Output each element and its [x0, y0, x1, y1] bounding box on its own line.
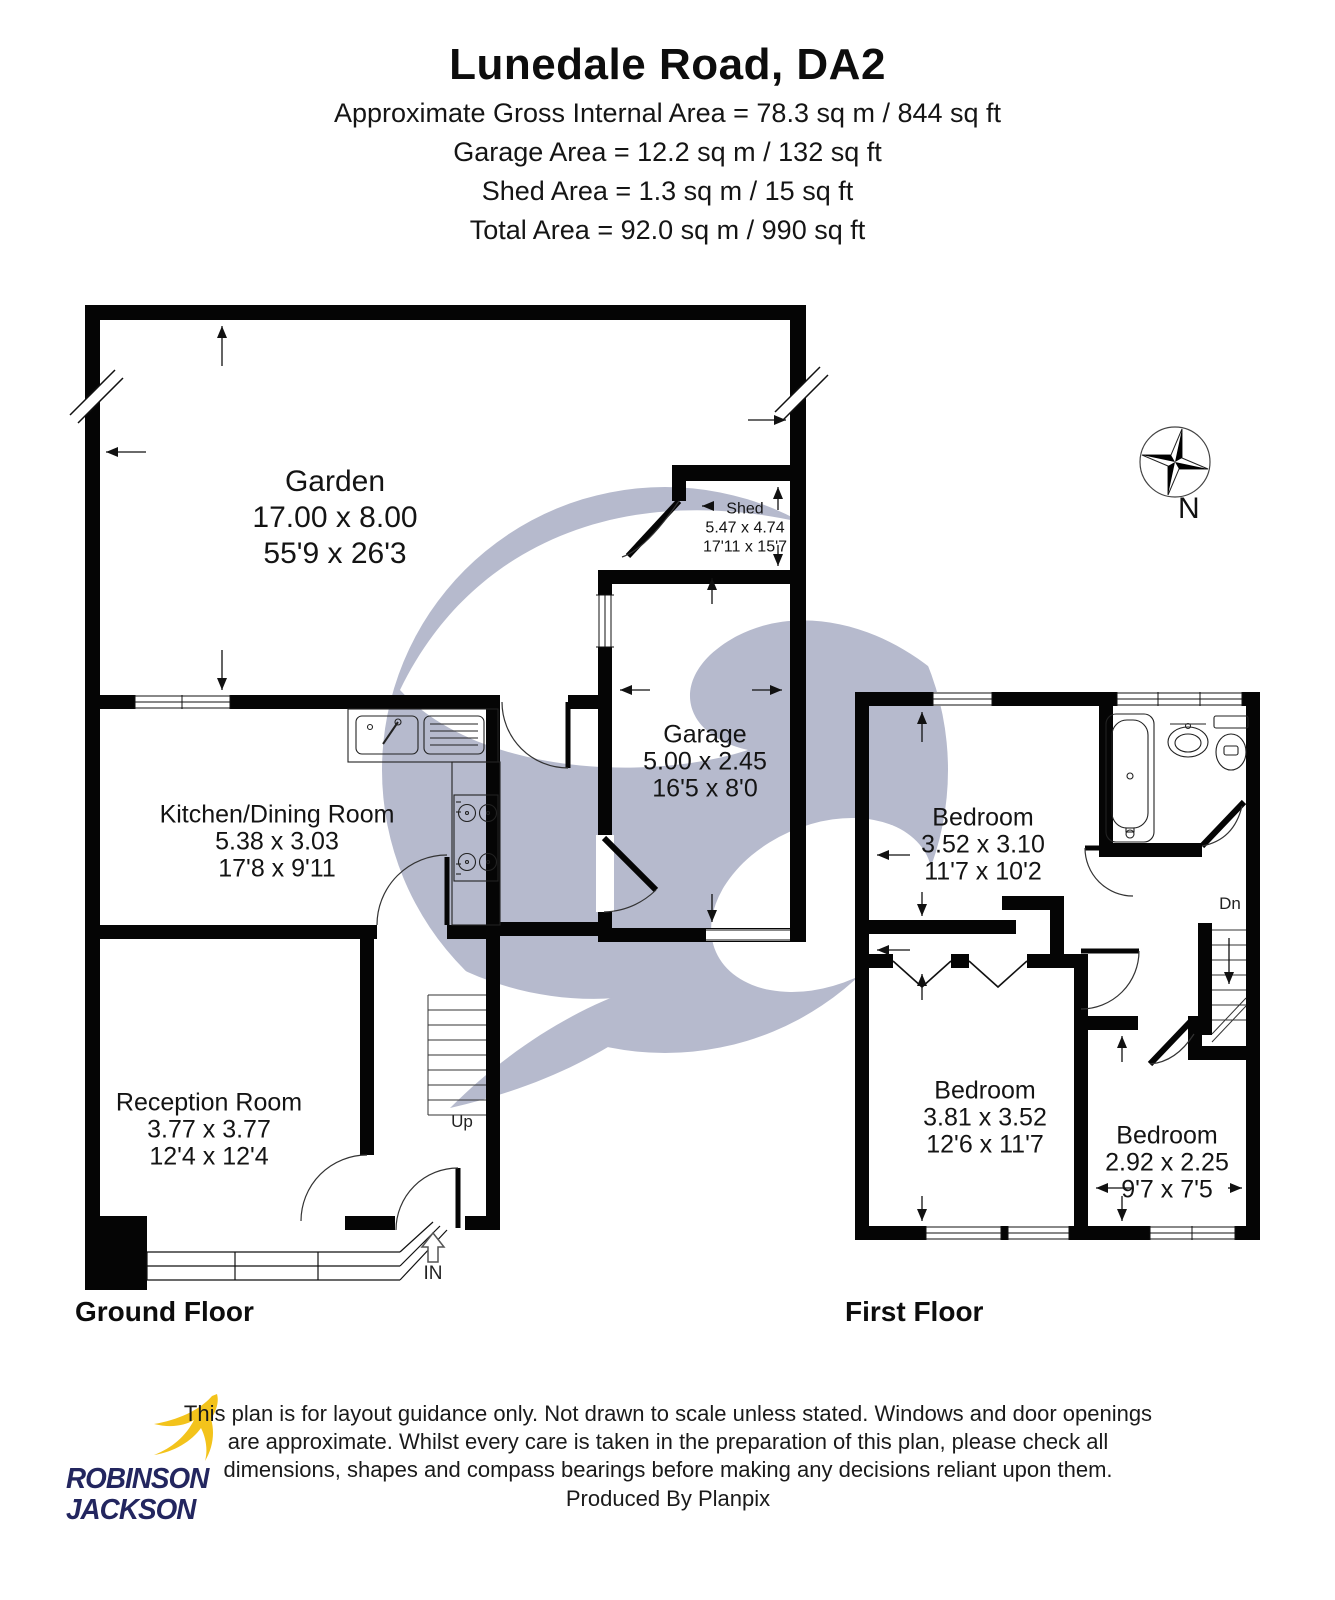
stairs-down-label: Dn [1219, 894, 1241, 913]
first-floor-windows [925, 692, 1243, 1240]
room-dims-imperial: 9'7 x 7'5 [1121, 1175, 1213, 1204]
room-name: Bedroom [932, 803, 1034, 832]
credit-text: Produced By Planpix [565, 1486, 771, 1511]
garage-side-door [596, 835, 659, 913]
room-label-reception: Reception Room 3.77 x 3.77 12'4 x 12'4 [115, 1088, 303, 1171]
bedroom3-door [1147, 1017, 1195, 1067]
header: Lunedale Road, DA2 Approximate Gross Int… [0, 40, 1335, 246]
passage-door [501, 701, 571, 769]
kitchen-hob [453, 794, 499, 882]
room-dims-imperial: 17'8 x 9'11 [218, 854, 336, 883]
garage-door [706, 929, 790, 941]
kitchen-counter [451, 761, 501, 926]
room-dims-metric: 17.00 x 8.00 [252, 501, 418, 534]
room-label-garage: Garage 5.00 x 2.45 16'5 x 8'0 [643, 720, 767, 803]
bedroom2-door [1080, 948, 1140, 1010]
entrance-arrow-icon [420, 1231, 446, 1263]
room-dims-metric: 5.00 x 2.45 [643, 747, 767, 776]
room-dims-metric: 2.92 x 2.25 [1105, 1148, 1229, 1177]
room-name: Reception Room [115, 1088, 303, 1117]
room-name: Bedroom [1116, 1121, 1218, 1150]
room-name: Bedroom [934, 1076, 1036, 1105]
room-dims-metric: 3.52 x 3.10 [921, 830, 1045, 859]
house-ground-walls [85, 695, 500, 1290]
room-name: Garage [663, 720, 747, 749]
room-name: Garden [284, 465, 386, 498]
shed-door [621, 498, 682, 559]
first-floor-title: First Floor [845, 1296, 984, 1327]
room-label-bedroom-3: Bedroom 2.92 x 2.25 9'7 x 7'5 [1105, 1121, 1229, 1204]
room-label-shed: Shed 5.47 x 4.74 17'11 x 15'7 [703, 500, 787, 557]
room-name: Shed [726, 500, 764, 518]
room-dims-metric: 5.38 x 3.03 [215, 827, 339, 856]
reception-door-arc [300, 1154, 368, 1222]
landing-door [1084, 845, 1134, 897]
disclaimer-text: This plan is for layout guidance only. N… [183, 1401, 1153, 1482]
room-label-bedroom-1: Bedroom 3.52 x 3.10 11'7 x 10'2 [921, 803, 1045, 886]
room-label-garden: Garden 17.00 x 8.00 55'9 x 26'3 [252, 464, 417, 572]
ground-floor-title: Ground Floor [75, 1296, 254, 1327]
bathroom-sink [1167, 722, 1209, 758]
entrance-label: IN [423, 1263, 443, 1284]
kitchen-window [134, 695, 231, 709]
page-title: Lunedale Road, DA2 [449, 40, 886, 89]
garage-area: Garage Area = 12.2 sq m / 132 sq ft [453, 137, 882, 167]
room-dims-metric: 3.81 x 3.52 [923, 1103, 1047, 1132]
room-dims-imperial: 55'9 x 26'3 [263, 537, 407, 570]
stairs-down [1211, 929, 1247, 1043]
garden-break-marks [69, 366, 829, 424]
bay-window [146, 1221, 448, 1281]
watermark-swallow [382, 487, 948, 1108]
entrance-door [395, 1167, 461, 1263]
stairs-up-label: Up [451, 1112, 473, 1131]
room-dims-imperial: 11'7 x 10'2 [924, 857, 1042, 886]
stairs-up [427, 994, 486, 1116]
bathroom-door [1199, 799, 1247, 849]
room-label-kitchen: Kitchen/Dining Room 5.38 x 3.03 17'8 x 9… [159, 800, 395, 883]
garage-window [596, 594, 614, 648]
room-dims-metric: 3.77 x 3.77 [147, 1115, 271, 1144]
compass-north-label: N [1178, 492, 1200, 525]
dimension-arrows [106, 326, 1242, 1221]
gross-internal-area: Approximate Gross Internal Area = 78.3 s… [333, 98, 1002, 128]
logo-swallow-icon [154, 1394, 218, 1461]
garden-walls [85, 305, 806, 1230]
kitchen-sink [347, 708, 499, 763]
room-dims-imperial: 12'6 x 11'7 [926, 1130, 1044, 1159]
room-dims-imperial: 12'4 x 12'4 [149, 1142, 269, 1171]
room-dims-metric: 5.47 x 4.74 [705, 519, 785, 537]
compass-rose [1139, 426, 1211, 498]
bathtub [1105, 713, 1155, 843]
kitchen-door [376, 854, 450, 926]
room-label-bedroom-2: Bedroom 3.81 x 3.52 12'6 x 11'7 [923, 1076, 1047, 1159]
room-dims-imperial: 17'11 x 15'7 [702, 538, 788, 556]
agency-logo: ROBINSON JACKSON [64, 1388, 234, 1548]
footer: This plan is for layout guidance only. N… [178, 1400, 1158, 1513]
logo-line-2: JACKSON [66, 1494, 196, 1526]
logo-line-1: ROBINSON [66, 1463, 209, 1495]
room-name: Kitchen/Dining Room [159, 800, 395, 829]
total-area: Total Area = 92.0 sq m / 990 sq ft [469, 215, 866, 245]
shed-area: Shed Area = 1.3 sq m / 15 sq ft [481, 176, 854, 206]
toilet [1213, 715, 1249, 771]
room-dims-imperial: 16'5 x 8'0 [652, 774, 758, 803]
